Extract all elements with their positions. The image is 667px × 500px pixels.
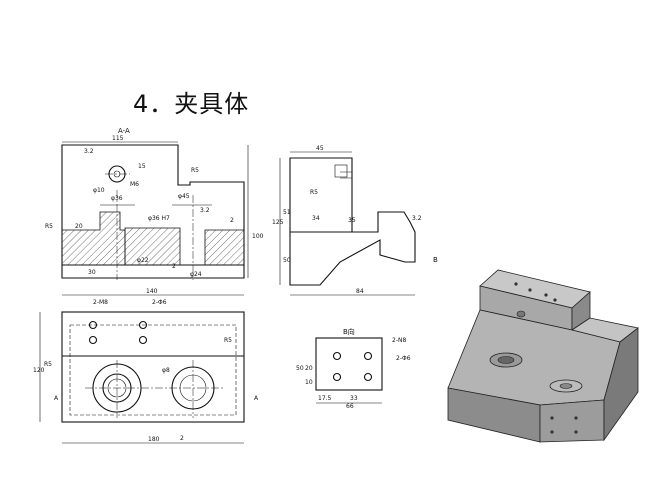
dim-r5-right: R5 (224, 337, 232, 344)
dim-h10-b: 10 (305, 379, 313, 386)
dim-w180: 180 (148, 436, 160, 443)
dim-h20: 20 (75, 223, 83, 230)
dim-w66: 66 (346, 403, 354, 410)
dim-r5: R5 (310, 189, 318, 196)
dim-phi45: φ45 (178, 193, 190, 200)
dim-h2b: 2 (172, 263, 176, 270)
dim-h50: 50 (283, 257, 291, 264)
roughness-2: 3.2 (200, 207, 210, 214)
dim-w33: 33 (350, 395, 358, 402)
dim-r5-top-view: R5 (44, 361, 52, 368)
dim-w34: 34 (312, 215, 320, 222)
dim-phi36: φ36 (111, 195, 123, 202)
dim-r5-left: R5 (45, 223, 53, 230)
section-mark-a1: A (54, 395, 59, 402)
dim-h125: 125 (272, 219, 284, 226)
dim-d35: 35 (348, 217, 356, 224)
b-view: B向 2-N8 2-Φ6 50 20 10 17.5 33 66 (296, 327, 411, 410)
dim-h2a: 2 (230, 217, 234, 224)
dim-h15: 15 (138, 163, 146, 170)
dim-phi36-tol: φ36 H7 (148, 215, 170, 222)
section-mark-a2: A (254, 395, 259, 402)
dim-w45: 45 (316, 145, 324, 152)
top-view: 2-M8 2-Φ6 R5 R5 φ8 120 A A 180 2 (33, 299, 259, 444)
dim-h50-b: 50 (296, 365, 304, 372)
dim-h51: 51 (283, 209, 291, 216)
side-view: 45 R5 51 125 50 34 35 3.2 B 84 (272, 145, 438, 296)
dim-h100: 100 (252, 233, 264, 240)
dim-w17-5: 17.5 (318, 395, 332, 402)
page-title: 4．夹具体 (133, 90, 250, 118)
b-direction-label: B (433, 256, 438, 264)
side-roughness: 3.2 (412, 215, 422, 222)
isometric-render (447, 269, 639, 443)
section-label: A-A (118, 127, 130, 135)
dim-h20-b: 20 (305, 365, 313, 372)
roughness-1: 3.2 (84, 148, 94, 155)
dim-h2-top: 2 (180, 435, 184, 442)
dim-phi22: φ22 (137, 257, 149, 264)
b-holes: 2-Φ6 (396, 355, 411, 362)
dim-n8: 2-N8 (392, 337, 406, 344)
dim-m6: M6 (130, 181, 139, 188)
section-view-a-a: A-A 115 3.2 φ10 M6 R5 15 φ36 φ45 φ36 H7 (45, 127, 264, 296)
dim-w84: 84 (356, 288, 364, 295)
dim-phi24: φ24 (190, 271, 202, 278)
dim-width-top: 115 (112, 135, 124, 142)
dim-phi8: φ8 (162, 367, 170, 374)
dim-h120: 120 (33, 367, 45, 374)
dim-h30: 30 (88, 269, 96, 276)
dim-w140: 140 (146, 288, 158, 295)
dim-holes: 2-Φ6 (152, 299, 167, 306)
dim-d10: φ10 (93, 187, 105, 194)
dim-m8: 2-M8 (93, 299, 108, 306)
dim-r5-top: R5 (191, 167, 199, 174)
b-view-label: B向 (343, 327, 355, 336)
